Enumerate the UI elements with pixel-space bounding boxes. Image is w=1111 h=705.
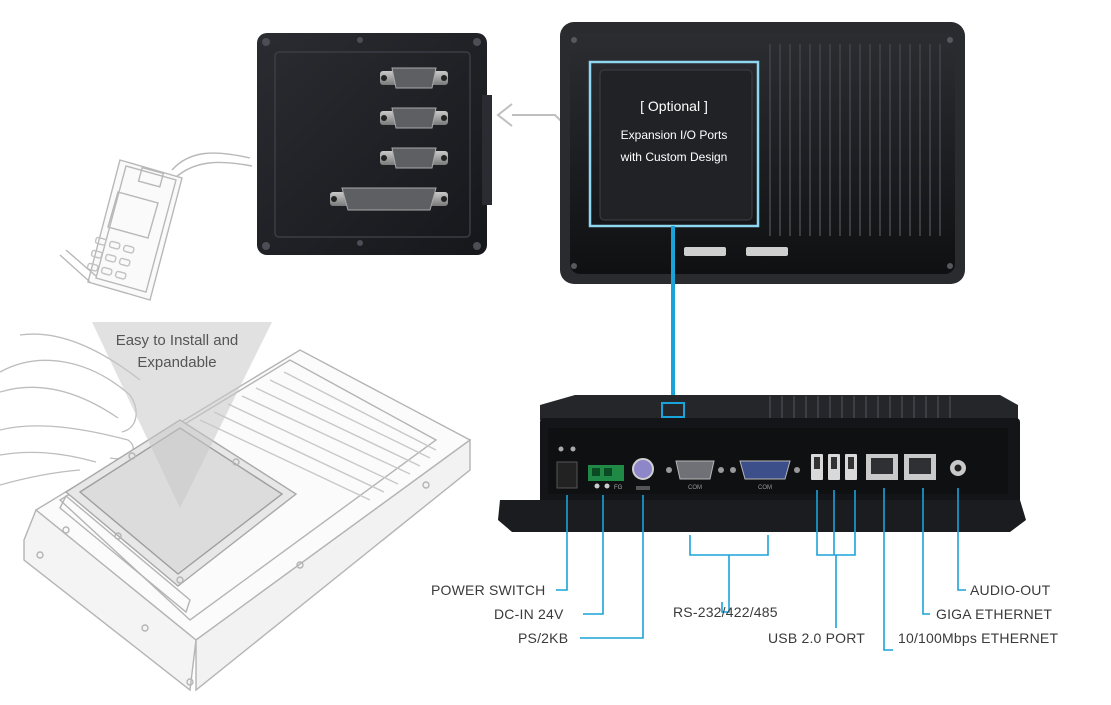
db9-port-2: [380, 107, 448, 129]
db9-port-1: [380, 67, 448, 89]
callout-title: [ Optional ] Expansion I/O Ports with Cu…: [594, 98, 754, 168]
label-usb: USB 2.0 PORT: [768, 630, 866, 646]
install-note: Easy to Install and Expandable: [92, 330, 262, 374]
com-mark-right: COM: [758, 485, 772, 491]
db25-port: [330, 187, 448, 211]
label-rs232: RS-232/422/485: [673, 604, 778, 620]
label-dc-in: DC-IN 24V: [494, 606, 564, 622]
fg-mark: FG: [614, 485, 623, 491]
label-power-switch: POWER SWITCH: [431, 582, 546, 598]
db9-port-3: [380, 147, 448, 169]
install-note-line1: Easy to Install and: [115, 332, 239, 349]
callout-line2: with Custom Design: [620, 150, 728, 164]
label-ethernet-100: 10/100Mbps ETHERNET: [898, 630, 1059, 646]
install-note-line2: Expandable: [137, 354, 217, 371]
callout-line1: Expansion I/O Ports: [620, 128, 728, 142]
install-arrow: [92, 322, 272, 508]
label-ps2kb: PS/2KB: [518, 630, 569, 646]
optional-label: [ Optional ]: [640, 98, 708, 114]
pos-terminal-sketch: [59, 152, 253, 301]
label-giga-ethernet: GIGA ETHERNET: [936, 606, 1053, 622]
com-mark-left: COM: [688, 485, 702, 491]
label-audio-out: AUDIO-OUT: [970, 582, 1051, 598]
